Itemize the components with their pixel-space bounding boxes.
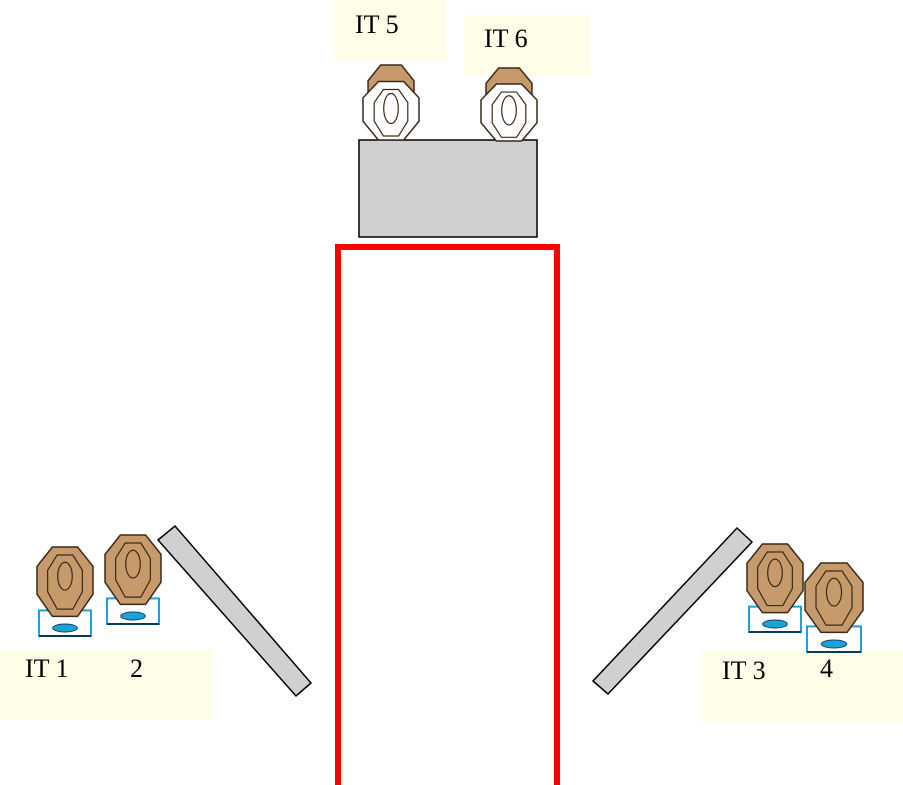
target-it1	[36, 546, 94, 637]
target-it5	[362, 64, 420, 141]
label-it1: IT 1	[25, 654, 69, 683]
target-it1-ring-inner	[57, 561, 73, 591]
label-it3: IT 3	[722, 656, 766, 685]
target-it4-ring-inner	[825, 577, 843, 607]
label-box-it6	[464, 15, 590, 75]
target-it3-ring-inner	[767, 558, 783, 588]
target-it5-ring-outer	[373, 88, 409, 137]
center-barricade	[358, 139, 538, 238]
target-it6-ring-outer	[491, 91, 527, 138]
target-it2	[104, 534, 162, 625]
target-it6	[480, 67, 538, 142]
target-it2-ring-outer	[115, 542, 151, 598]
target-it1-ring-outer	[47, 554, 83, 610]
target-it1-body	[36, 546, 94, 618]
target-it6-ring-inner	[501, 95, 517, 126]
label-box-it5	[334, 0, 446, 60]
target-it2-ring-inner	[125, 549, 141, 579]
label-it5: IT 5	[355, 10, 399, 39]
target-it4-base	[820, 639, 848, 649]
target-it3	[746, 543, 804, 634]
target-it2-body	[104, 534, 162, 606]
label-2: 2	[130, 654, 143, 683]
target-it4	[804, 562, 864, 653]
label-box-it1-2	[0, 650, 212, 720]
label-4: 4	[820, 654, 833, 683]
target-it5-front	[362, 80, 420, 141]
shooting-lane	[335, 244, 560, 785]
target-it1-base	[52, 623, 78, 633]
label-it6: IT 6	[484, 24, 528, 53]
target-it3-ring-outer	[757, 551, 793, 607]
target-it3-body	[746, 543, 804, 614]
target-it5-ring-inner	[383, 92, 399, 125]
left-angled-barrier	[156, 524, 313, 698]
target-it4-body	[804, 562, 864, 634]
target-it4-ring-outer	[815, 570, 853, 626]
target-it2-base	[120, 611, 146, 621]
right-angled-barrier	[591, 526, 754, 696]
target-it3-base	[762, 619, 788, 629]
label-box-it3-4	[702, 650, 903, 722]
